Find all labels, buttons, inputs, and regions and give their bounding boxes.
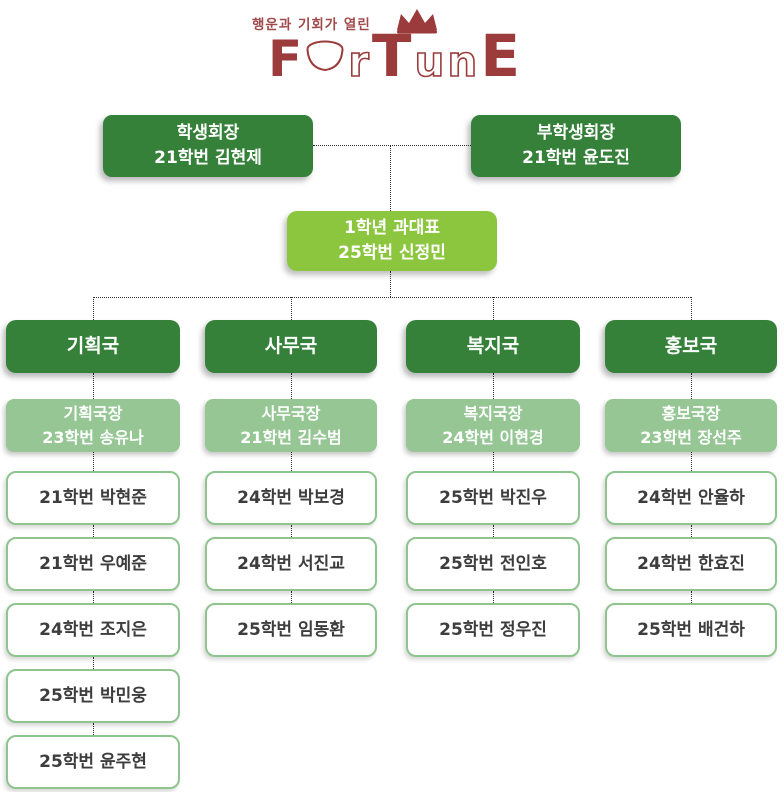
- vice-president-name: 21학번 윤도진: [522, 148, 630, 168]
- member-name: 24학번 안율하: [637, 487, 745, 508]
- connector-line: [291, 591, 292, 603]
- director-name: 23학번 장선주: [640, 427, 742, 447]
- connector-line: [93, 297, 691, 298]
- connector-line: [93, 525, 94, 537]
- connector-line: [493, 297, 494, 320]
- dept-name: 기획국: [66, 334, 120, 357]
- vice-president-title: 부학생회장: [536, 123, 616, 144]
- dept-header-office: 사무국: [205, 320, 377, 373]
- dept-name: 홍보국: [664, 334, 718, 357]
- director-name: 24학번 이현경: [442, 427, 544, 447]
- connector-line: [390, 271, 391, 297]
- logo-tagline: 행운과 기회가 열린: [252, 17, 371, 33]
- connector-line: [93, 723, 94, 735]
- director-title: 복지국장: [463, 404, 523, 424]
- connector-line: [93, 657, 94, 669]
- connector-line: [93, 452, 94, 471]
- connector-line: [691, 591, 692, 603]
- logo-letter-e: E: [480, 22, 520, 90]
- connector-line: [691, 297, 692, 320]
- member-name: 25학번 박진우: [439, 487, 547, 508]
- member-box: 24학번 안율하: [605, 471, 777, 525]
- dept-name: 복지국: [466, 334, 520, 357]
- logo-letter-t: T: [371, 22, 412, 90]
- crown-icon: [397, 9, 437, 34]
- connector-line: [291, 297, 292, 320]
- connector-line: [493, 525, 494, 537]
- member-name: 25학번 정우진: [439, 619, 547, 640]
- connector-line: [493, 373, 494, 399]
- member-box: 24학번 서진교: [205, 537, 377, 591]
- connector-line: [93, 373, 94, 399]
- president-title: 학생회장: [176, 123, 240, 144]
- vice-president-box: 부학생회장 21학번 윤도진: [471, 115, 681, 177]
- member-name: 25학번 배건하: [637, 619, 745, 640]
- member-box: 24학번 한효진: [605, 537, 777, 591]
- member-name: 24학번 서진교: [237, 553, 345, 574]
- logo-letter-u: u: [414, 36, 446, 87]
- logo-letter-n: n: [447, 36, 479, 87]
- member-box: 21학번 박현준: [6, 471, 180, 525]
- director-name: 23학번 송유나: [42, 427, 144, 447]
- connector-line: [493, 452, 494, 471]
- connector-line: [691, 525, 692, 537]
- dept-name: 사무국: [264, 334, 318, 357]
- member-box: 24학번 박보경: [205, 471, 377, 525]
- connector-line: [93, 591, 94, 603]
- director-title: 홍보국장: [661, 404, 721, 424]
- connector-line: [291, 525, 292, 537]
- dept-header-planning: 기획국: [6, 320, 180, 373]
- class-rep-title: 1학년 과대표: [344, 218, 440, 239]
- class-rep-name: 25학번 신정민: [338, 243, 446, 263]
- class-rep-box: 1학년 과대표 25학번 신정민: [287, 211, 497, 271]
- director-box-pr: 홍보국장 23학번 장선주: [605, 399, 777, 452]
- connector-line: [313, 145, 471, 146]
- member-name: 25학번 윤주현: [39, 751, 147, 772]
- member-box: 21학번 우예준: [6, 537, 180, 591]
- member-name: 25학번 박민웅: [39, 685, 147, 706]
- member-box: 25학번 정우진: [406, 603, 580, 657]
- member-name: 25학번 임동환: [237, 619, 345, 640]
- director-box-planning: 기획국장 23학번 송유나: [6, 399, 180, 452]
- member-box: 25학번 배건하: [605, 603, 777, 657]
- member-box: 25학번 전인호: [406, 537, 580, 591]
- fortune-bowl-icon: [306, 40, 344, 72]
- connector-line: [93, 297, 94, 320]
- connector-line: [291, 373, 292, 399]
- director-box-welfare: 복지국장 24학번 이현경: [406, 399, 580, 452]
- member-name: 21학번 우예준: [39, 553, 147, 574]
- logo-wordmark: F r T u n E: [240, 22, 548, 90]
- logo-letter-r: r: [347, 36, 369, 87]
- president-name: 21학번 김현제: [154, 148, 262, 168]
- director-title: 기획국장: [63, 404, 123, 424]
- member-box: 25학번 임동환: [205, 603, 377, 657]
- president-box: 학생회장 21학번 김현제: [103, 115, 313, 177]
- member-name: 24학번 박보경: [237, 487, 345, 508]
- member-name: 24학번 조지은: [39, 619, 147, 640]
- member-name: 24학번 한효진: [637, 553, 745, 574]
- connector-line: [493, 591, 494, 603]
- director-title: 사무국장: [261, 404, 321, 424]
- logo-letter-f: F: [268, 30, 303, 88]
- member-name: 25학번 전인호: [439, 553, 547, 574]
- dept-header-pr: 홍보국: [605, 320, 777, 373]
- member-name: 21학번 박현준: [39, 487, 147, 508]
- connector-line: [291, 452, 292, 471]
- member-box: 25학번 박진우: [406, 471, 580, 525]
- connector-line: [691, 373, 692, 399]
- director-name: 21학번 김수범: [240, 427, 342, 447]
- member-box: 25학번 윤주현: [6, 735, 180, 789]
- member-box: 25학번 박민웅: [6, 669, 180, 723]
- dept-header-welfare: 복지국: [406, 320, 580, 373]
- connector-line: [390, 146, 391, 211]
- member-box: 24학번 조지은: [6, 603, 180, 657]
- director-box-office: 사무국장 21학번 김수범: [205, 399, 377, 452]
- connector-line: [691, 452, 692, 471]
